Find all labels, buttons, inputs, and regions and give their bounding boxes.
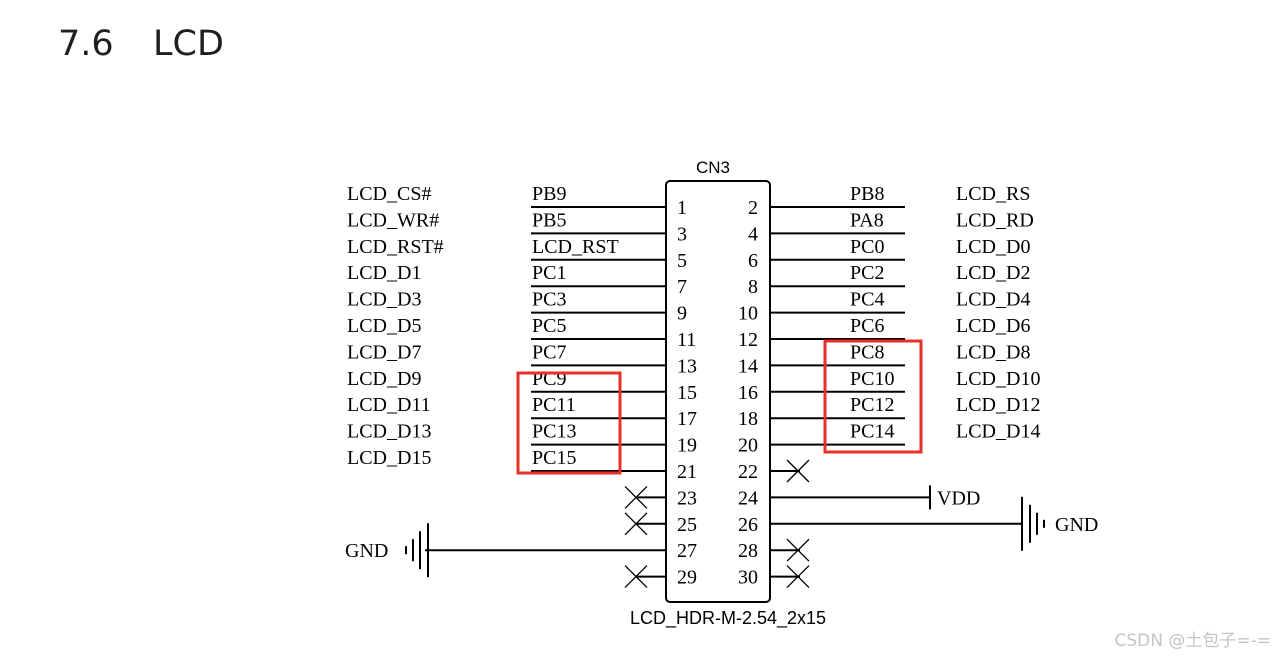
- pin-number-right: 30: [738, 567, 758, 589]
- pin-number-left: 13: [677, 355, 697, 377]
- signal-label-left: LCD_D3: [347, 289, 421, 311]
- signal-label-left: LCD_D13: [347, 421, 431, 443]
- signal-label-left: LCD_D11: [347, 394, 431, 416]
- vdd-label: VDD: [937, 487, 980, 509]
- pin-number-left: 1: [677, 197, 687, 219]
- section-heading: 7.6 LCD: [58, 24, 224, 64]
- net-label-right: PB8: [850, 183, 884, 205]
- pin-number-right: 10: [738, 303, 758, 325]
- signal-label-right: LCD_RS: [956, 183, 1030, 205]
- pin-number-left: 11: [677, 329, 696, 351]
- pin-number-right: 2: [748, 197, 758, 219]
- net-label-right: PC10: [850, 368, 894, 390]
- net-label-right: PC4: [850, 289, 884, 311]
- net-label-left: PB9: [532, 183, 566, 205]
- pin-number-right: 6: [748, 250, 758, 272]
- pin-number-right: 16: [738, 382, 758, 404]
- pin-number-left: 21: [677, 461, 697, 483]
- net-label-left: PC9: [532, 368, 566, 390]
- pins-layer: 1PB9LCD_CS#3PB5LCD_WR#5LCD_RSTLCD_RST#7P…: [345, 183, 1098, 589]
- net-label-right: PC8: [850, 341, 884, 363]
- pin-number-right: 4: [748, 223, 758, 245]
- section-number: 7.6: [58, 24, 114, 64]
- highlight-box-right: [823, 339, 923, 454]
- net-label-right: PA8: [850, 209, 884, 231]
- signal-label-right: LCD_D12: [956, 394, 1040, 416]
- pin-number-left: 19: [677, 435, 697, 457]
- highlight-box-left: [516, 371, 622, 475]
- net-label-left: PB5: [532, 209, 566, 231]
- pin-number-left: 29: [677, 567, 697, 589]
- pin-number-right: 14: [738, 355, 758, 377]
- pin-number-left: 7: [677, 276, 687, 298]
- signal-label-right: LCD_D8: [956, 341, 1030, 363]
- gnd-label-right: GND: [1055, 514, 1098, 536]
- gnd-label-left: GND: [345, 540, 388, 562]
- pin-number-left: 3: [677, 223, 687, 245]
- signal-label-left: LCD_CS#: [347, 183, 431, 205]
- net-label-left: PC3: [532, 289, 566, 311]
- signal-label-left: LCD_D9: [347, 368, 421, 390]
- signal-label-right: LCD_D4: [956, 289, 1030, 311]
- net-label-right: PC12: [850, 394, 894, 416]
- no-connect-mark-left: [624, 485, 648, 509]
- net-label-left: PC13: [532, 421, 576, 443]
- pin-number-right: 28: [738, 540, 758, 562]
- net-label-left: PC5: [532, 315, 566, 337]
- net-label-left: PC7: [532, 341, 566, 363]
- pin-number-right: 20: [738, 435, 758, 457]
- pin-number-right: 8: [748, 276, 758, 298]
- pin-number-right: 12: [738, 329, 758, 351]
- pin-number-left: 25: [677, 514, 697, 536]
- pin-number-left: 23: [677, 487, 697, 509]
- no-connect-mark-right: [786, 459, 810, 483]
- net-label-right: PC0: [850, 236, 884, 258]
- signal-label-left: LCD_WR#: [347, 209, 439, 231]
- pin-number-right: 24: [738, 487, 758, 509]
- net-label-left: PC15: [532, 447, 576, 469]
- signal-label-left: LCD_D1: [347, 262, 421, 284]
- pin-number-left: 9: [677, 303, 687, 325]
- signal-label-left: LCD_D7: [347, 341, 421, 363]
- pin-number-left: 5: [677, 250, 687, 272]
- connector-part-number: LCD_HDR-M-2.54_2x15: [630, 608, 826, 629]
- signal-label-left: LCD_D15: [347, 447, 431, 469]
- net-label-right: PC2: [850, 262, 884, 284]
- signal-label-right: LCD_D14: [956, 421, 1040, 443]
- net-label-right: PC14: [850, 421, 894, 443]
- signal-label-right: LCD_D10: [956, 368, 1040, 390]
- pin-number-right: 22: [738, 461, 758, 483]
- pin-number-left: 27: [677, 540, 697, 562]
- pin-number-right: 18: [738, 408, 758, 430]
- pin-number-left: 15: [677, 382, 697, 404]
- no-connect-mark-left: [624, 565, 648, 589]
- signal-label-right: LCD_D6: [956, 315, 1030, 337]
- signal-label-right: LCD_RD: [956, 209, 1034, 231]
- no-connect-mark-right: [786, 565, 810, 589]
- net-label-left: PC11: [532, 394, 576, 416]
- pin-number-left: 17: [677, 408, 697, 430]
- watermark: CSDN @土包子=-=: [1114, 631, 1272, 651]
- net-label-left: PC1: [532, 262, 566, 284]
- signal-label-right: LCD_D2: [956, 262, 1030, 284]
- connector-ref: CN3: [696, 158, 730, 177]
- no-connect-mark-left: [624, 512, 648, 536]
- no-connect-mark-right: [786, 538, 810, 562]
- pin-number-right: 26: [738, 514, 758, 536]
- net-label-left: LCD_RST: [532, 236, 619, 258]
- net-label-right: PC6: [850, 315, 884, 337]
- signal-label-right: LCD_D0: [956, 236, 1030, 258]
- section-title: LCD: [153, 24, 224, 64]
- signal-label-left: LCD_RST#: [347, 236, 444, 258]
- signal-label-left: LCD_D5: [347, 315, 421, 337]
